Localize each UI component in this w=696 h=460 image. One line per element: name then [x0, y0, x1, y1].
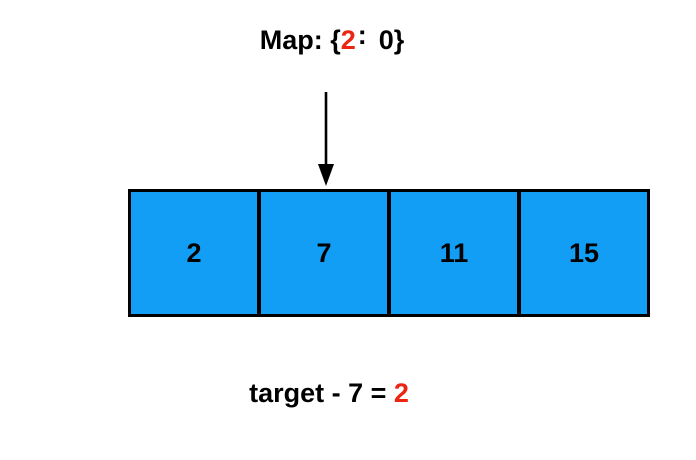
equation-result: 2 [393, 378, 409, 408]
map-separator: : [357, 20, 367, 50]
map-label-suffix: } [393, 25, 405, 55]
map-mapped-value: 0 [378, 25, 394, 55]
cell-value: 7 [316, 237, 332, 268]
array-container: 2 7 11 15 [128, 189, 650, 317]
map-label: Map: {2:0} [259, 20, 405, 56]
array-cell-2: 11 [391, 192, 521, 314]
cell-value: 2 [186, 237, 202, 268]
cell-value: 15 [568, 237, 600, 268]
array-cell-0: 2 [131, 192, 261, 314]
map-label-prefix: Map: { [259, 25, 341, 55]
map-key-value: 2 [340, 25, 356, 55]
equation-prefix: target - 7 = [249, 378, 394, 408]
equation-label: target - 7 = 2 [249, 378, 409, 409]
array-cell-1: 7 [261, 192, 391, 314]
array-cell-3: 15 [521, 192, 647, 314]
cell-value: 11 [439, 237, 469, 268]
arrow-down-icon [318, 92, 334, 186]
